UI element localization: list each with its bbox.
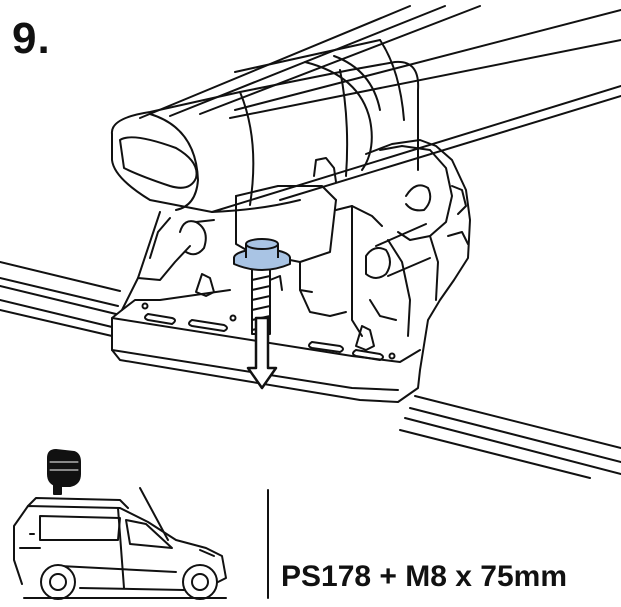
part-label: PS178 + M8 x 75mm (281, 560, 568, 593)
step-number: 9. (12, 14, 51, 63)
hand-pointer-icon (47, 449, 81, 495)
bolt (233, 238, 291, 335)
van-icon (13, 487, 227, 600)
roof-bar (110, 5, 621, 213)
roof-rail (0, 261, 621, 479)
base-slots (144, 313, 384, 361)
arrow-down-icon (246, 316, 278, 390)
foot-bracket (111, 139, 471, 403)
